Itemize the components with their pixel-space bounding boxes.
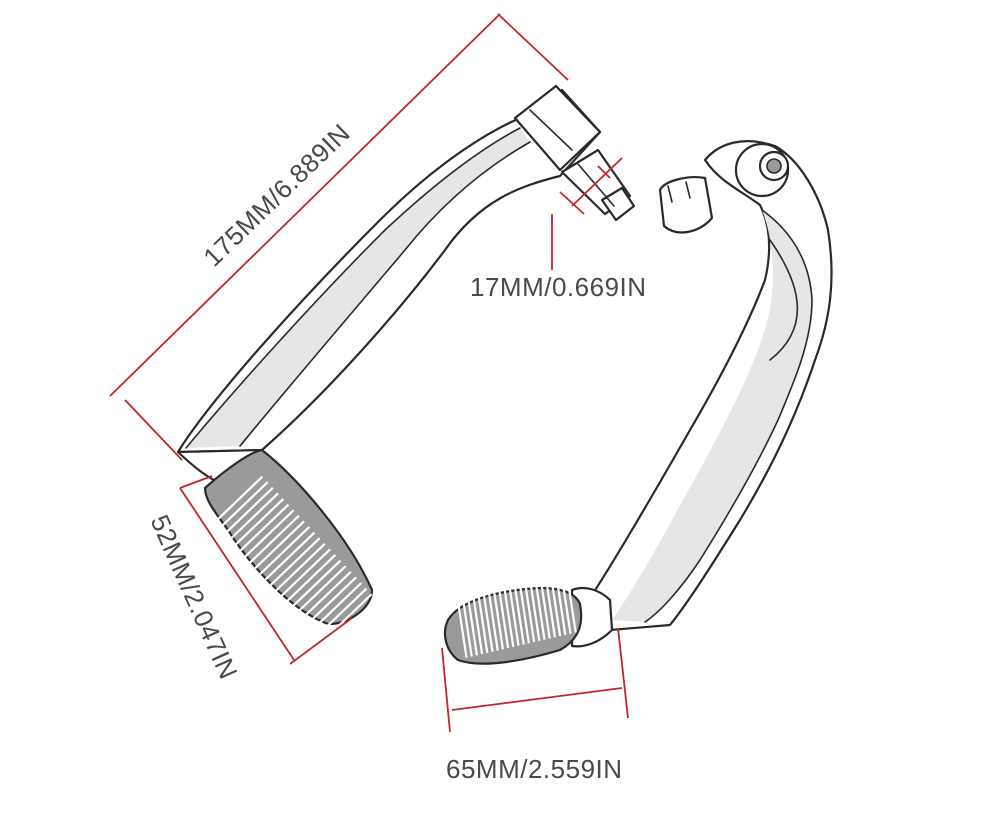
grip-rib (311, 582, 363, 631)
dimension-bore: 17MM/0.669IN (470, 157, 647, 302)
grip-rib (482, 592, 494, 652)
grip-rib (223, 486, 274, 536)
grip-rib (513, 584, 525, 645)
grip-rib (228, 492, 279, 542)
grip-rib (285, 554, 337, 603)
grip-rib (492, 589, 504, 650)
grip-rib (560, 574, 572, 634)
grip-rib (280, 548, 331, 598)
grip-rib (498, 588, 510, 649)
grip-rib (212, 475, 264, 525)
grip-rib (254, 520, 305, 570)
grip-rib (301, 570, 352, 620)
grip-rib (217, 481, 269, 530)
grip-rib (269, 537, 321, 586)
grip-rib (550, 576, 562, 637)
grip-rib (508, 586, 520, 646)
grip-rib (249, 514, 300, 564)
grip-rib (456, 598, 468, 658)
grip-rib (461, 596, 473, 657)
grip-rib (524, 582, 536, 643)
grip-rib (316, 587, 368, 637)
right-grip (443, 572, 583, 665)
grip-rib (534, 580, 546, 640)
grip-rib (306, 576, 357, 626)
label-length: 175MM/6.889IN (197, 118, 356, 273)
grip-rib (275, 542, 326, 592)
right-lever-guard (443, 140, 833, 665)
grip-rib (259, 526, 311, 575)
left-lever-guard (176, 84, 636, 642)
dimension-grip-length: 65MM/2.559IN (441, 627, 629, 784)
grip-rib (477, 593, 489, 654)
grip-rib (544, 577, 556, 638)
grip-rib (466, 595, 478, 656)
grip-rib (295, 565, 347, 614)
grip-rib (539, 578, 551, 639)
grip-rib (529, 581, 541, 642)
grip-rib (503, 587, 515, 648)
grip-rib (233, 498, 285, 547)
grip-rib (565, 572, 577, 633)
dimension-length: 175MM/6.889IN (109, 13, 569, 461)
grip-rib (264, 531, 316, 581)
label-grip-length: 65MM/2.559IN (446, 754, 623, 784)
left-grip (203, 448, 374, 642)
label-grip-width: 52MM/2.047IN (145, 510, 244, 683)
grip-rib (472, 594, 484, 655)
grip-rib (487, 590, 499, 651)
grip-rib (518, 583, 530, 644)
grip-rib (243, 509, 295, 558)
grip-rib (555, 575, 567, 636)
label-bore: 17MM/0.669IN (470, 272, 647, 302)
grip-rib (290, 559, 342, 609)
grip-rib (238, 503, 290, 553)
